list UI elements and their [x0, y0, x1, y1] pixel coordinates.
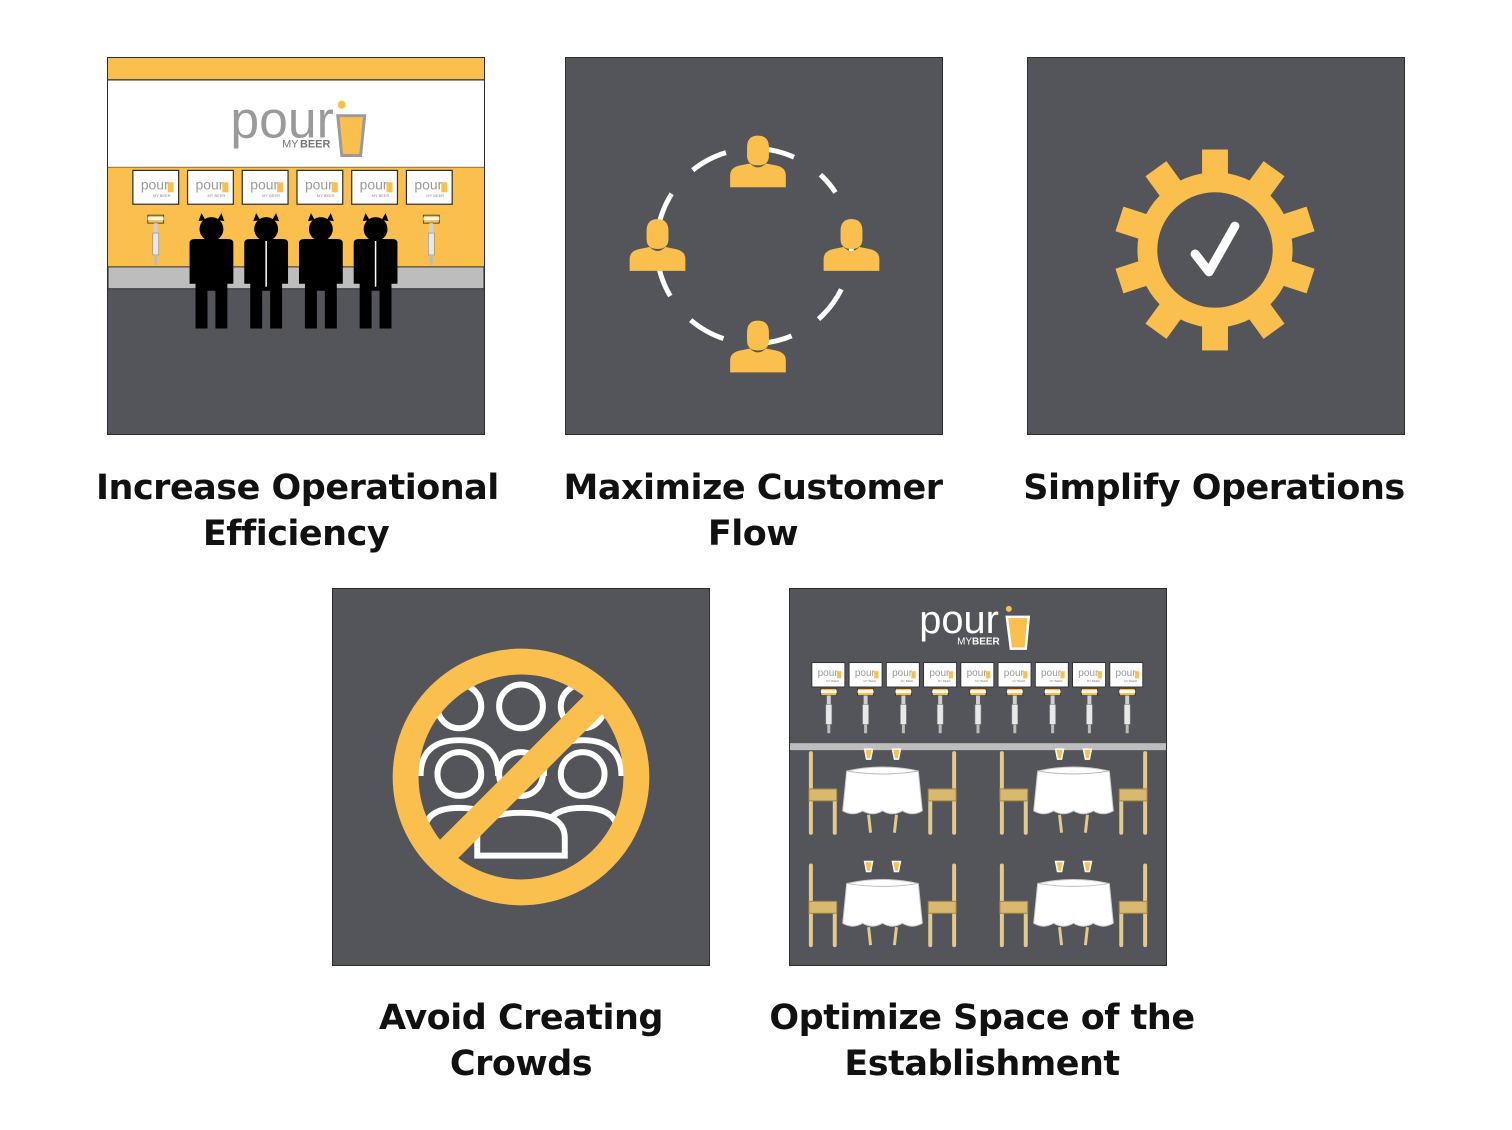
svg-text:BEER: BEER [972, 637, 1000, 648]
caption-operational-efficiency: Increase Operational Efficiency [96, 468, 499, 554]
caption-customer-flow: Maximize Customer Flow [563, 468, 943, 554]
dining-space-icon: pour MY BEER [790, 598, 1166, 948]
tile-operational-efficiency: pour MY BEER [107, 57, 485, 435]
svg-text:BEER: BEER [300, 139, 330, 151]
caption-optimize-space: Optimize Space of the Establishment [769, 998, 1195, 1084]
svg-text:MY: MY [957, 637, 972, 648]
svg-text:MY: MY [282, 139, 299, 151]
logo-word: pour [230, 91, 334, 149]
customer-flow-icon [629, 135, 880, 373]
caption-avoid-crowds: Avoid Creating Crowds [379, 998, 663, 1084]
self-pour-bar-icon: pour MY BEER [108, 58, 484, 329]
tile-avoid-crowds [332, 588, 710, 966]
logo-word: pour [919, 598, 999, 642]
tile-customer-flow [565, 57, 943, 435]
no-crowds-icon [392, 648, 650, 906]
caption-simplify-operations: Simplify Operations [1023, 468, 1405, 508]
tile-simplify-operations [1027, 57, 1405, 435]
gear-check-icon [1115, 149, 1315, 351]
tile-optimize-space: pour MY BEER [789, 588, 1167, 966]
